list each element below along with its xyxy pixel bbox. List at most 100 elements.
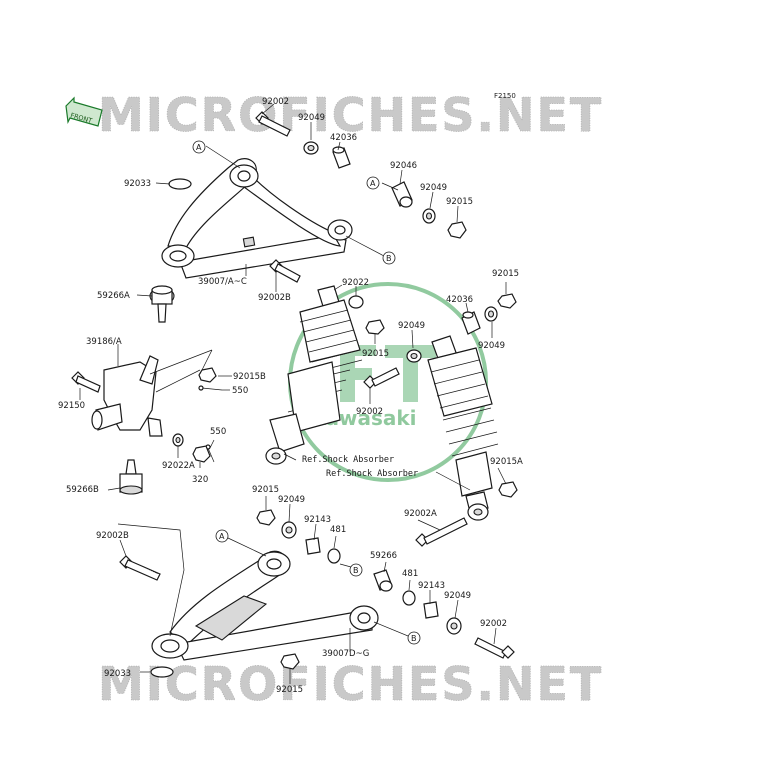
label-481-2: 481 [402,569,418,579]
label-92015-lower: 92015 [252,485,279,495]
label-550-bot: 550 [210,427,226,437]
washer-92049-mid [422,208,436,224]
label-59266a: 59266A [97,291,130,301]
label-92046: 92046 [390,161,417,171]
label-92002-shock: 92002 [356,407,383,417]
cotter-pin-550-top [198,385,223,391]
shock-absorber-left [265,285,363,465]
label-92033-top: 92033 [124,179,151,189]
collar-92143-2 [423,601,439,619]
label-42036-top: 42036 [330,133,357,143]
label-92049-mid: 92049 [420,183,447,193]
collar-42036-right [461,311,481,335]
leader-lines [79,103,507,684]
ball-joint-upper [149,285,175,323]
label-92015a: 92015A [490,457,523,467]
knuckle-39186 [91,355,163,437]
ref-circle-b-2: B [349,563,363,577]
bolt-92002a [415,517,468,547]
label-92015-shock: 92015 [362,349,389,359]
bushing-92022 [348,295,364,309]
nut-92015-lower [256,509,276,526]
label-39007dg: 39007D~G [322,649,369,659]
label-92049-shock: 92049 [398,321,425,331]
label-39186a: 39186/A [86,337,122,347]
label-59266: 59266 [370,551,397,561]
nut-92015-shock [365,319,385,335]
nut-92015-right [497,293,517,309]
label-92049-top: 92049 [298,113,325,123]
svg-text:A: A [370,179,376,188]
label-92033-bot: 92033 [104,669,131,679]
upper-a-arm [161,158,353,279]
collar-92143-1 [305,537,321,555]
label-320: 320 [192,475,208,485]
bolt-92002-bot [474,637,515,659]
svg-text:A: A [196,143,202,152]
bush-59266 [373,569,393,592]
svg-text:B: B [386,254,392,263]
nut-92015-bot [280,653,300,670]
svg-text:A: A [219,532,225,541]
bush-92046 [391,181,413,208]
nut-92015-mid [447,221,467,239]
washer-92022a [172,433,184,447]
nut-92015a [498,481,518,498]
lower-a-arm [151,550,379,661]
bolt-92002-top [255,111,291,137]
label-92143-2: 92143 [418,581,445,591]
figure-code: F2150 [494,92,516,100]
label-92022a: 92022A [162,461,195,471]
washer-92049-bot [446,617,462,635]
label-42036-right: 42036 [446,295,473,305]
label-550-top: 550 [232,386,248,396]
washer-92049-top [303,141,319,155]
label-92143-1: 92143 [304,515,331,525]
label-ref-shock-2: Ref.Shock Absorber [326,469,418,479]
label-92150: 92150 [58,401,85,411]
seal-481-1 [327,548,341,564]
bolt-92150 [71,371,101,393]
bolt-92002b-top [269,259,301,283]
ref-circle-a-1: A [192,140,206,154]
ring-92033-bot [150,666,174,678]
label-92022-top: 92022 [342,278,369,288]
label-92002-bot: 92002 [480,619,507,629]
label-92002b-bot: 92002B [96,531,129,541]
label-59266b: 59266B [66,485,99,495]
ref-circle-a-3: A [215,529,229,543]
washer-92049-right [484,306,498,322]
label-92049-lower: 92049 [278,495,305,505]
bolt-92002-shock [363,367,400,389]
collar-42036-top [332,146,351,169]
seal-481-2 [402,590,416,606]
label-39007ac: 39007/A~C [198,277,247,287]
bolt-92002b-bot [119,555,161,581]
part-labels: 92002 92049 42036 92046 92049 92015 9203… [58,97,523,695]
watermark-bottom: MICROFICHES.NET [98,657,603,711]
shock-absorber-right [427,335,499,521]
label-92049-right: 92049 [478,341,505,351]
svg-text:B: B [353,566,359,575]
ref-circle-b-1: B [382,251,396,265]
ball-joint-lower [119,459,143,495]
svg-text:B: B [411,634,417,643]
washer-92049-shock [406,349,422,363]
watermark-top: MICROFICHES.NET [98,88,603,142]
label-92015-mid: 92015 [446,197,473,207]
label-92002-top: 92002 [262,97,289,107]
washer-92049-lower [281,521,297,539]
label-92015-bot: 92015 [276,685,303,695]
label-92002a: 92002A [404,509,437,519]
label-481-1: 481 [330,525,346,535]
ref-circle-a-2: A [366,176,380,190]
label-92015b: 92015B [233,372,266,382]
castle-nut-320 [192,445,211,463]
ref-circle-b-3: B [407,631,421,645]
label-92049-bot: 92049 [444,591,471,601]
ring-92033-top [168,178,192,190]
nut-92015b [198,367,217,383]
label-ref-shock-1: Ref.Shock Absorber [302,455,394,465]
